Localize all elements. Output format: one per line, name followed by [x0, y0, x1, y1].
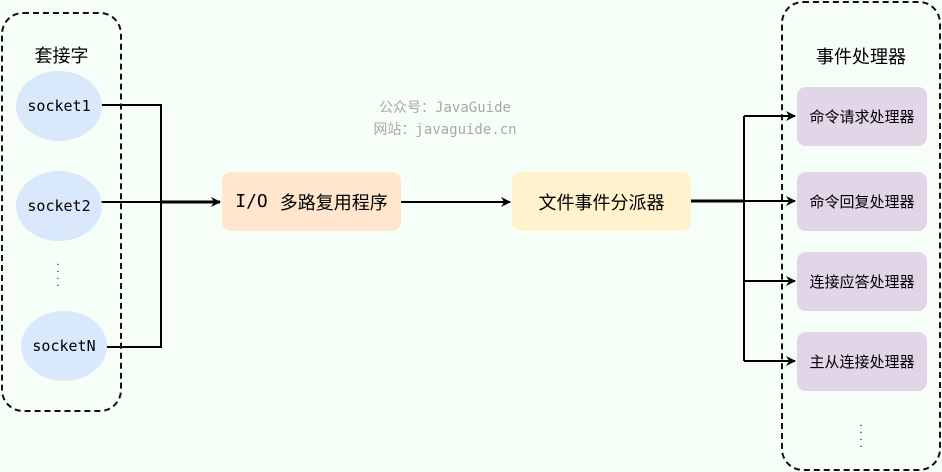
handlers-ellipsis: ····	[859, 421, 863, 453]
connection-accept-handler[interactable]: 连接应答处理器	[797, 252, 927, 311]
master-slave-connection-handler[interactable]: 主从连接处理器	[797, 332, 927, 391]
socket-n-node[interactable]: socketN	[21, 311, 107, 381]
sockets-ellipsis: ····	[56, 260, 60, 292]
file-event-dispatcher-box[interactable]: 文件事件分派器	[512, 172, 691, 231]
command-reply-handler[interactable]: 命令回复处理器	[797, 172, 927, 231]
sockets-group: 套接字	[1, 12, 122, 412]
io-multiplexer-prefix: I/O	[235, 191, 268, 212]
io-multiplexer-label: 多路复用程序	[279, 192, 388, 214]
io-multiplexer-box[interactable]: I/O 多路复用程序	[222, 172, 401, 231]
handlers-group: 事件处理器	[781, 1, 941, 471]
handlers-group-title: 事件处理器	[816, 47, 906, 68]
socket-2-node[interactable]: socket2	[16, 171, 102, 241]
watermark-website: 网站：javaguide.cn	[373, 122, 517, 138]
sockets-group-title: 套接字	[34, 46, 89, 67]
socket-1-node[interactable]: socket1	[16, 71, 102, 141]
command-request-handler[interactable]: 命令请求处理器	[797, 87, 927, 146]
watermark-wechat: 公众号：JavaGuide	[379, 100, 511, 116]
